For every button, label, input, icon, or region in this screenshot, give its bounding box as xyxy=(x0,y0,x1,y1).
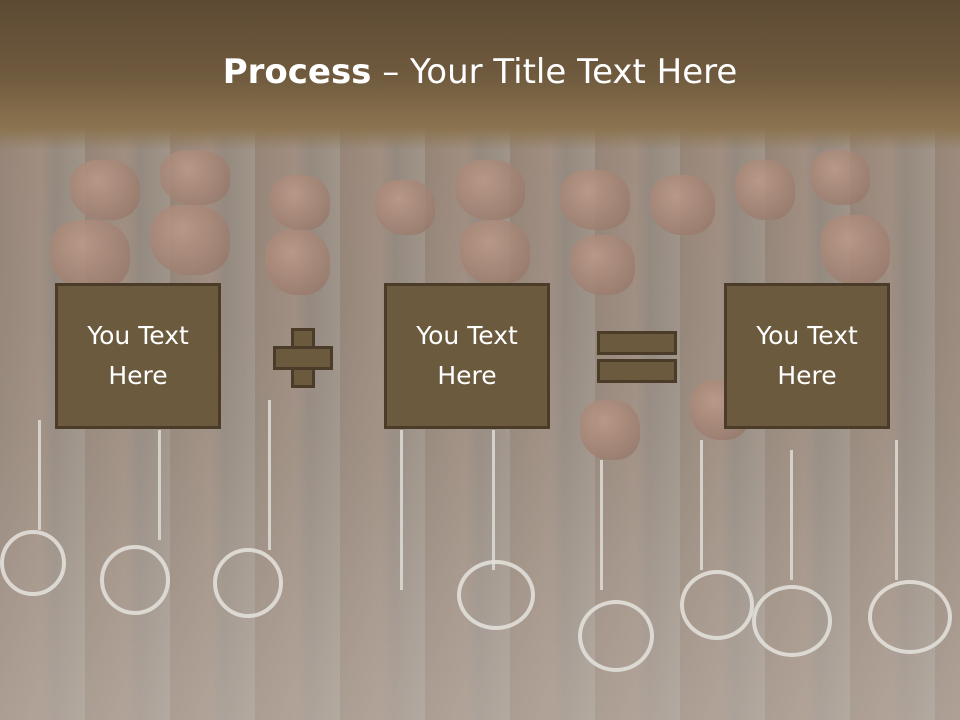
title-bold-part: Process xyxy=(222,52,372,92)
process-box-3[interactable]: You Text Here xyxy=(724,283,890,429)
process-box-2[interactable]: You Text Here xyxy=(384,283,550,429)
process-box-1[interactable]: You Text Here xyxy=(55,283,221,429)
title-band xyxy=(0,0,960,150)
title-rest-part: – Your Title Text Here xyxy=(371,52,738,92)
slide-title[interactable]: Process – Your Title Text Here xyxy=(0,52,960,92)
